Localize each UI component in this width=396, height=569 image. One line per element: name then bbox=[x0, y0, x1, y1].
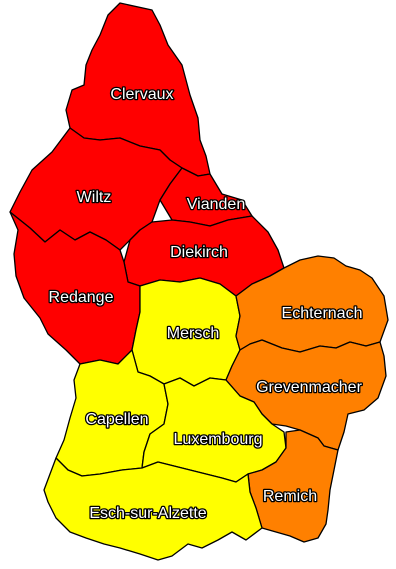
label-capellen: Capellen bbox=[85, 411, 148, 428]
label-clervaux: Clervaux bbox=[110, 86, 173, 103]
label-diekirch: Diekirch bbox=[170, 244, 228, 261]
canton-regions bbox=[9, 2, 389, 561]
label-remich: Remich bbox=[263, 488, 317, 505]
label-redange: Redange bbox=[49, 289, 114, 306]
label-vianden: Vianden bbox=[187, 196, 245, 213]
label-esch-sur-alzette: Esch-sur-Alzette bbox=[89, 505, 206, 522]
label-echternach: Echternach bbox=[282, 305, 363, 322]
canton-esch-sur-alzette[interactable] bbox=[43, 457, 263, 561]
label-mersch: Mersch bbox=[167, 325, 219, 342]
label-grevenmacher: Grevenmacher bbox=[256, 379, 362, 396]
label-luxembourg: Luxembourg bbox=[174, 431, 263, 448]
label-wiltz: Wiltz bbox=[77, 189, 112, 206]
canton-labels: Clervaux Wiltz Vianden Diekirch Redange … bbox=[47, 85, 364, 524]
